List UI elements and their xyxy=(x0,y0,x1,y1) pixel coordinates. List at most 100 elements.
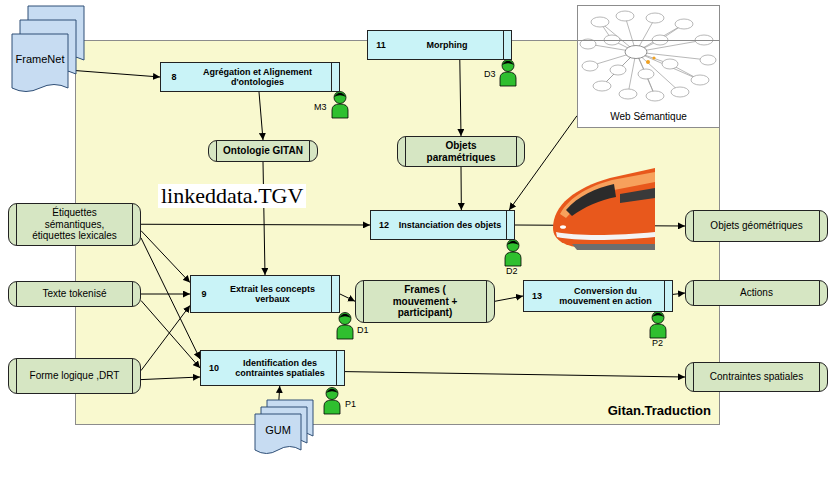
semantic-web-graph xyxy=(610,65,626,75)
process-box: 13 Conversion du mouvement en action xyxy=(523,280,673,312)
process-number: 8 xyxy=(161,72,187,82)
actor-label: D2 xyxy=(506,267,518,277)
web-box-fill xyxy=(577,5,720,128)
train-illustration xyxy=(620,188,655,203)
semantic-web-graph xyxy=(662,59,678,69)
process-number: 9 xyxy=(191,289,217,299)
panel-title: Gitan.Traduction xyxy=(608,403,711,418)
document-sheet xyxy=(12,34,68,92)
process-label: Morphing xyxy=(394,40,500,50)
semantic-web-graph xyxy=(588,16,708,96)
node-label: Ontologie GITAN xyxy=(223,145,303,157)
data-store: Étiquettes sémantiques, étiquettes lexic… xyxy=(8,203,141,246)
semantic-web-graph xyxy=(691,75,709,85)
semantic-web-graph xyxy=(616,11,634,21)
document-stack: GUM xyxy=(255,414,301,456)
train-illustration xyxy=(560,225,566,229)
process-number: 11 xyxy=(368,40,394,50)
flow-arrow xyxy=(141,224,370,226)
data-store: Frames ( mouvement + participant) xyxy=(355,280,495,323)
actor-icons xyxy=(324,388,340,415)
system-panel-fill xyxy=(75,40,720,425)
actor-icons xyxy=(500,60,516,87)
semantic-web-graph xyxy=(646,60,650,64)
node-label: Contraintes spatiales xyxy=(710,371,803,383)
actor-label: P2 xyxy=(652,339,663,349)
semantic-web-graph xyxy=(591,17,609,27)
train-illustration xyxy=(572,244,655,250)
web-box: Web Sémantique xyxy=(577,5,720,128)
node-label: Objets géométriques xyxy=(710,220,802,232)
node-label: Texte tokenisé xyxy=(43,288,107,300)
document-sheets xyxy=(12,6,84,94)
semantic-web-graph xyxy=(619,89,637,99)
train-illustration xyxy=(556,232,655,240)
document-stack: FrameNet xyxy=(12,34,68,94)
flow-arrow xyxy=(340,294,355,301)
data-store: Forme logique ,DRT xyxy=(8,358,141,394)
data-store: Texte tokenisé xyxy=(8,281,141,307)
flow-arrow xyxy=(141,294,190,295)
system-panel: Gitan.Traduction 8 Agrégation et Alignemen… xyxy=(75,40,720,425)
process-box: 11Morphing xyxy=(367,30,512,60)
data-store: Objets géométriques xyxy=(685,210,828,242)
process-number: 13 xyxy=(524,291,550,301)
actor-label: D1 xyxy=(357,326,369,336)
process-label: Agrégation et Alignement d'ontologies xyxy=(199,67,317,88)
flow-arrow xyxy=(68,70,160,77)
linked-data-label: linkeddata.TGV xyxy=(158,184,306,208)
flow-arrow xyxy=(141,377,200,380)
semantic-web-graph xyxy=(638,69,654,79)
actor-icons xyxy=(332,92,348,119)
data-store: Ontologie GITAN xyxy=(208,140,318,162)
process-box: 9 Extrait les concepts verbaux xyxy=(190,275,340,313)
train-illustration xyxy=(566,184,616,216)
actor-icons xyxy=(337,313,353,340)
flow-arrow xyxy=(259,92,263,140)
actor-label: D3 xyxy=(484,70,496,80)
process-label: Identification des contraintes spatiales xyxy=(230,358,330,379)
semantic-web-graph xyxy=(580,11,716,101)
process-label: Instanciation des objets xyxy=(397,220,503,230)
train-illustration xyxy=(560,172,655,218)
actor-icons xyxy=(650,312,666,339)
flow-arrow xyxy=(141,231,190,283)
data-store: Actions xyxy=(685,280,828,306)
node-label: Frames ( mouvement + participant) xyxy=(375,284,475,319)
data-store: Contraintes spatiales xyxy=(685,362,828,392)
semantic-web-graph xyxy=(593,81,611,91)
flow-arrow xyxy=(673,293,685,294)
train-illustration xyxy=(553,168,655,250)
process-number: 10 xyxy=(201,363,227,373)
semantic-web-graph xyxy=(671,87,689,97)
semantic-web-graph xyxy=(700,55,716,65)
process-box: 10Identification des contraintes spatial… xyxy=(200,350,345,386)
node-label: FrameNet xyxy=(16,53,65,65)
process-box: 8 Agrégation et Alignement d'ontologies xyxy=(160,62,340,92)
process-box: 12Instanciation des objets xyxy=(370,210,515,240)
train-illustration xyxy=(553,168,655,248)
process-label: Extrait les concepts verbaux xyxy=(227,284,319,305)
actor-label: P1 xyxy=(345,400,356,410)
flow-arrow xyxy=(495,296,523,301)
node-label: Web Sémantique xyxy=(610,111,687,122)
flow-arrow xyxy=(141,305,190,370)
document-sheet xyxy=(255,414,301,454)
node-label: Objets paramétriques xyxy=(421,140,501,163)
semantic-web-graph xyxy=(652,56,655,59)
semantic-web-graph xyxy=(625,46,647,59)
actor-icons xyxy=(505,240,521,267)
process-label: Conversion du mouvement en action xyxy=(556,286,656,307)
flow-arrow xyxy=(263,162,265,275)
actor-label: M3 xyxy=(314,103,327,113)
flow-arrow xyxy=(345,372,685,377)
flow-arrow xyxy=(460,60,461,136)
semantic-web-graph xyxy=(675,19,693,29)
semantic-web-graph xyxy=(646,91,664,101)
node-label: Étiquettes sémantiques, étiquettes lexic… xyxy=(27,207,123,242)
node-label: Forme logique ,DRT xyxy=(30,370,120,382)
process-number: 12 xyxy=(371,220,397,230)
semantic-web-graph xyxy=(582,61,598,71)
semantic-web-graph xyxy=(646,13,664,23)
